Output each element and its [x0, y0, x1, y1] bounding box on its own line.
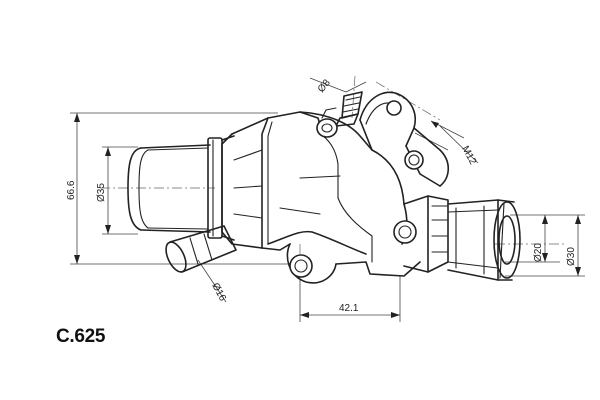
- thermostat-housing: [127, 91, 521, 284]
- dim-bleed-screw: Ø8: [316, 77, 333, 95]
- dim-small-spigot: Ø16: [209, 281, 228, 303]
- dim-outlet-inner: Ø20: [533, 243, 544, 262]
- dim-overall-height: 66.6: [66, 180, 77, 200]
- dim-outlet-outer: Ø30: [566, 247, 577, 266]
- mounting-holes: [289, 220, 417, 278]
- outlet-pipe: [403, 195, 521, 281]
- dim-center-distance: 42.1: [339, 303, 359, 314]
- dim-inlet-diameter: Ø35: [96, 183, 107, 202]
- dim-thread: M12: [459, 144, 478, 167]
- part-code-label: C.625: [56, 326, 106, 347]
- upper-bracket: [359, 91, 450, 187]
- small-spigot: [165, 225, 237, 273]
- dimension-lines: [70, 77, 585, 322]
- bleed-screw: [316, 91, 363, 138]
- main-body: [221, 107, 421, 284]
